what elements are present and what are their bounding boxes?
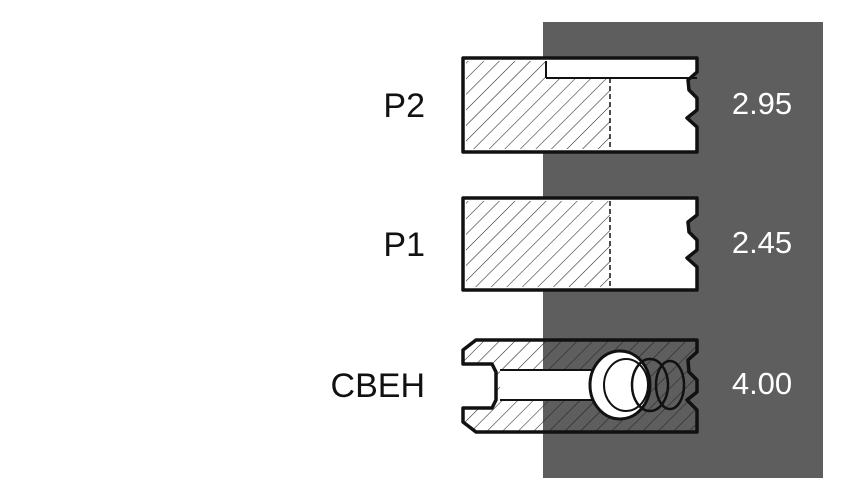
ring-p2-profile (461, 56, 699, 154)
ring-label-p1: P1 (383, 226, 425, 264)
ring-cbeh-profile (461, 338, 699, 434)
ring-value-p1: 2.45 (731, 225, 793, 260)
ring-label-p2: P2 (383, 87, 425, 125)
ring-p1-profile (461, 196, 699, 292)
ring-value-p2: 2.95 (731, 86, 793, 121)
ring-value-cbeh: 4.00 (731, 366, 793, 401)
ring-label-cbeh: CBEH (330, 367, 425, 405)
